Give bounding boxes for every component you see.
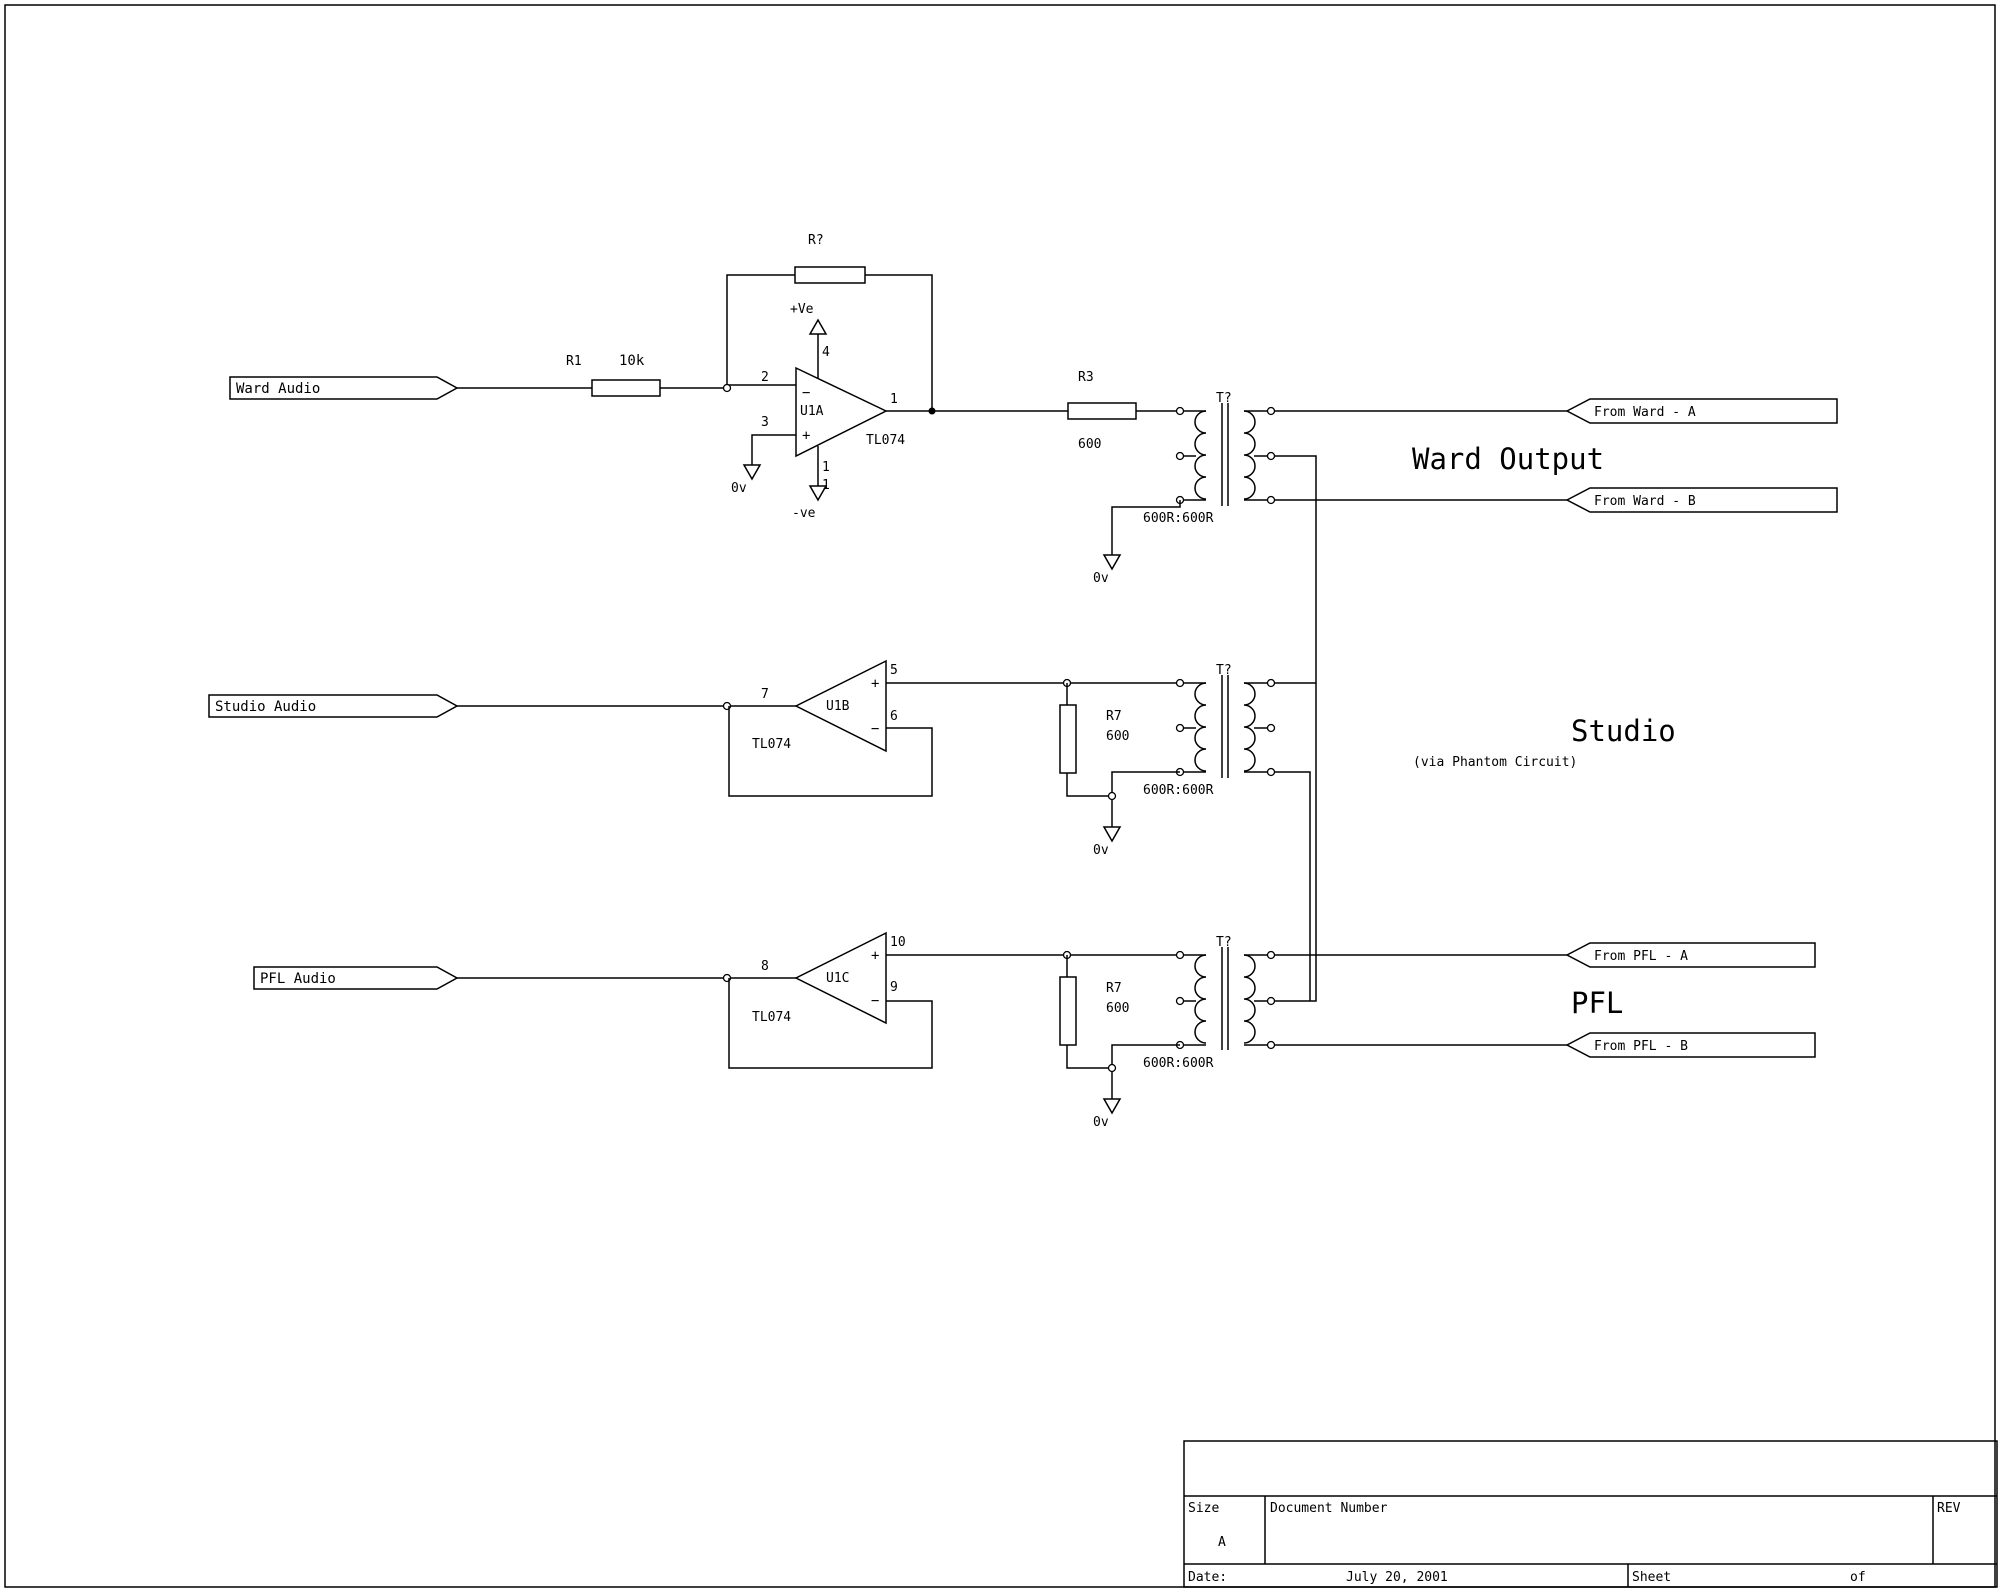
ground-ward-label: 0v [1093,571,1109,586]
u1a-pin-vplus: 4 [822,345,830,360]
vminus-label: -ve [792,506,816,521]
u1c-pin-plus: 10 [890,935,906,950]
u1c-minus-sign: − [871,993,879,1009]
r7-studio-value: 600 [1106,729,1129,744]
transformer-ward [1175,403,1276,506]
r1-value: 10k [619,353,645,369]
ground-symbol-a [742,464,762,481]
r1-resistor [591,379,661,397]
u1a-pin-out: 1 [890,392,898,407]
vminus-symbol [808,485,828,502]
r3-ref: R3 [1078,370,1094,385]
r-feedback-resistor [794,266,866,284]
pfl-section: PFL Audio 8 U1C + − TL074 10 9 R7 600 [253,683,1816,1130]
from-ward-b-port[interactable] [1565,487,1838,513]
r3-resistor [1067,402,1137,420]
ratio-studio: 600R:600R [1143,783,1214,798]
u1b-ref: U1B [826,699,850,714]
u1b-plus-sign: + [871,676,879,692]
size-label: Size [1188,1501,1219,1516]
from-ward-a-port[interactable] [1565,398,1838,424]
ward-section: Ward Audio R1 10k R? − + U1A TL074 2 3 1… [229,233,1838,683]
vplus-symbol [808,318,828,335]
u1a-pin-plus: 3 [761,415,769,430]
ground-symbol-pfl [1102,1098,1122,1115]
rev-label: REV [1937,1501,1961,1516]
from-ward-a-label: From Ward - A [1594,405,1696,420]
r7-pfl-ref: R7 [1106,981,1122,996]
of-label: of [1850,1570,1866,1585]
u1c-pin-in: 8 [761,959,769,974]
r3-value: 600 [1078,437,1101,452]
from-pfl-b-label: From PFL - B [1594,1039,1688,1054]
u1b-part: TL074 [752,737,791,752]
u1a-plus-sign: + [802,428,810,444]
ground-pfl-label: 0v [1093,1115,1109,1130]
transformer-studio [1175,675,1276,778]
u1c-pin-minus: 9 [890,980,898,995]
date-value: July 20, 2001 [1346,1570,1448,1585]
ground-a-label: 0v [731,481,747,496]
ratio-ward: 600R:600R [1143,511,1214,526]
r1-ref: R1 [566,354,582,369]
u1b-pin-plus: 5 [890,663,898,678]
pfl-audio-port[interactable] [253,966,459,990]
u1c-ref: U1C [826,971,849,986]
u1b-pin-minus: 6 [890,709,898,724]
ward-output-title: Ward Output [1412,442,1604,476]
date-label: Date: [1188,1570,1227,1585]
u1b-pin-in: 7 [761,687,769,702]
ground-symbol-ward [1102,554,1122,571]
studio-section: Studio Audio 7 U1B + − TL074 5 6 R7 600 [208,659,1676,1001]
from-pfl-a-port[interactable] [1565,942,1816,968]
ground-studio-label: 0v [1093,843,1109,858]
t-ward-ref: T? [1216,391,1232,406]
pfl-title: PFL [1571,986,1623,1020]
u1a-pin-minus: 2 [761,370,769,385]
u1c-plus-sign: + [871,948,879,964]
u1a-minus-sign: − [802,385,810,401]
from-ward-b-label: From Ward - B [1594,494,1696,509]
pfl-audio-label: PFL Audio [260,971,336,987]
sheet-border [4,4,1996,1588]
transformer-pfl [1175,947,1276,1050]
t-studio-ref: T? [1216,663,1232,678]
ward-audio-label: Ward Audio [236,381,320,397]
studio-note: (via Phantom Circuit) [1413,755,1577,770]
u1b-minus-sign: − [871,721,879,737]
r7-studio-resistor [1059,704,1077,774]
from-pfl-a-label: From PFL - A [1594,949,1688,964]
r-feedback-ref: R? [808,233,824,248]
u1a-pin-vminus-1: 1 [822,460,830,475]
from-pfl-b-port[interactable] [1565,1032,1816,1058]
studio-title: Studio [1571,714,1676,748]
vplus-label: +Ve [790,302,814,317]
t-pfl-ref: T? [1216,935,1232,950]
title-block: Size A Document Number REV Date: July 20… [1183,1440,1998,1588]
studio-audio-label: Studio Audio [215,699,316,715]
sheet-label: Sheet [1632,1570,1671,1585]
u1a-ref: U1A [800,404,824,419]
u1c-opamp [794,931,887,1025]
size-value: A [1218,1535,1226,1550]
u1a-opamp [795,366,888,458]
ward-audio-port[interactable] [229,376,459,400]
studio-audio-port[interactable] [208,694,459,718]
u1a-part: TL074 [866,433,905,448]
u1b-opamp [794,659,887,753]
r7-pfl-value: 600 [1106,1001,1129,1016]
u1a-pin-vminus-2: 1 [822,478,830,493]
ground-symbol-studio [1102,826,1122,843]
doc-number-label: Document Number [1270,1501,1388,1516]
u1c-part: TL074 [752,1010,791,1025]
r7-studio-ref: R7 [1106,709,1122,724]
r7-pfl-resistor [1059,976,1077,1046]
ratio-pfl: 600R:600R [1143,1056,1214,1071]
